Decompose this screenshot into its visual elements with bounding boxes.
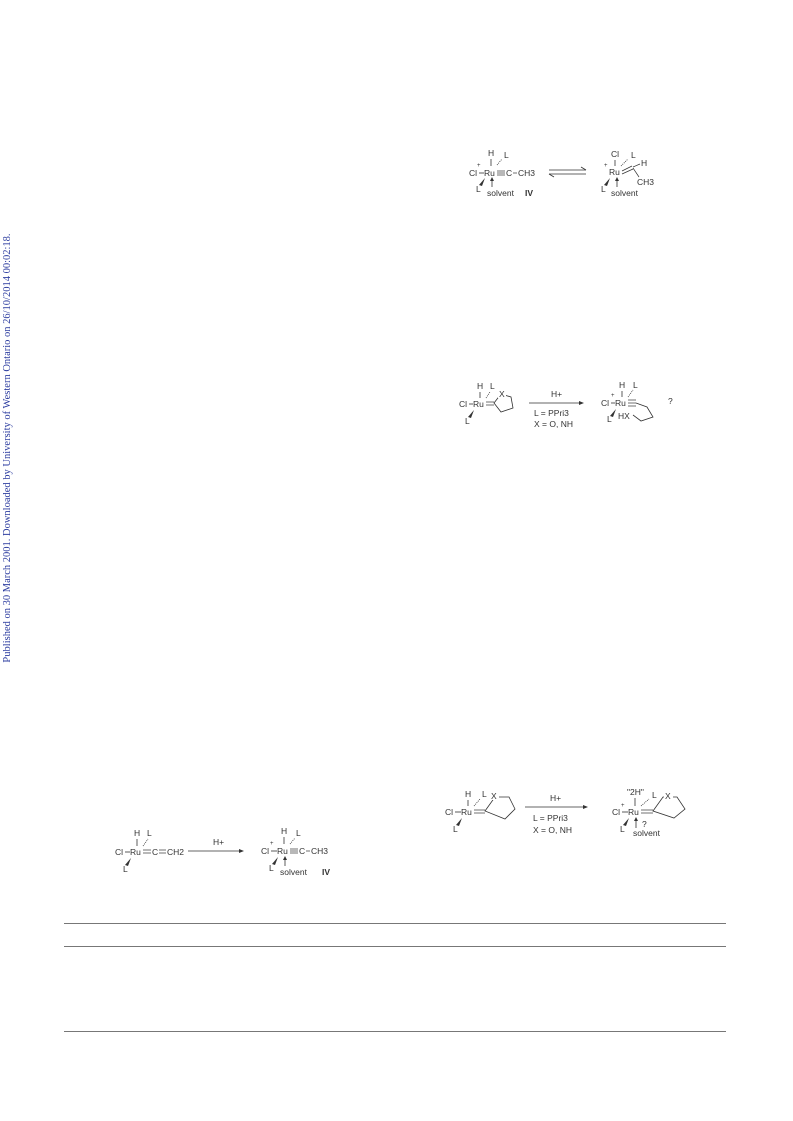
question-mark: ? [668, 396, 673, 406]
charge-plus: + [270, 841, 274, 847]
atom-c: C [299, 846, 305, 856]
atom-l-bottom: L [620, 824, 625, 834]
atom-l-top: L [652, 790, 657, 800]
atom-l-top: L [633, 380, 638, 390]
atom-x: X [491, 791, 497, 801]
divider-rule [64, 946, 726, 947]
atom-l-bottom: L [123, 864, 128, 874]
scheme-equilibrium: H L + Cl Ru C CH3 L solvent IV Cl L + Ru [465, 145, 675, 205]
atom-h: H [465, 789, 471, 799]
atom-ru: Ru [609, 167, 620, 177]
label-2h: "2H" [627, 787, 644, 797]
divider-rule [64, 1031, 726, 1032]
scheme-protonation-ring-opening: H L Cl Ru X L H+ L = PPri3 X = O, NH H L… [455, 377, 685, 437]
atom-cl: Cl [261, 846, 269, 856]
atom-l-bottom: L [269, 863, 274, 873]
atom-h: H [134, 828, 140, 838]
atom-cl-top: Cl [611, 149, 619, 159]
atom-l-bottom: L [607, 414, 612, 424]
reagent-proton: H+ [213, 837, 224, 847]
atom-ru: Ru [130, 847, 141, 857]
atom-h: H [477, 381, 483, 391]
scheme-vinylidene-protonation: H L Cl Ru C CH2 L H+ H L + Cl Ru C CH3 [115, 825, 345, 880]
atom-l-top: L [490, 381, 495, 391]
charge-plus: + [621, 803, 625, 809]
compound-label: IV [322, 867, 330, 877]
ligand-solvent: solvent [633, 828, 661, 838]
atom-h: H [619, 380, 625, 390]
atom-x: X [499, 389, 505, 399]
group-methyl: CH3 [637, 177, 654, 187]
atom-h: H [281, 826, 287, 836]
atom-ru: Ru [461, 807, 472, 817]
group-hx: HX [618, 411, 630, 421]
condition-x: X = O, NH [533, 825, 572, 835]
atom-ru: Ru [484, 168, 495, 178]
question-mark: ? [642, 819, 647, 829]
condition-x: X = O, NH [534, 419, 573, 429]
atom-c: C [152, 847, 158, 857]
atom-carbyne-c: C [506, 168, 512, 178]
reagent-proton: H+ [551, 389, 562, 399]
condition-ligand: L = PPri3 [534, 408, 569, 418]
group-methyl: CH3 [311, 846, 328, 856]
group-methyl: CH3 [518, 168, 535, 178]
atom-cl: Cl [469, 168, 477, 178]
group-ch2: CH2 [167, 847, 184, 857]
reagent-proton: H+ [550, 793, 561, 803]
atom-l-bottom: L [453, 824, 458, 834]
ligand-solvent: solvent [280, 867, 308, 877]
atom-h: H [488, 148, 494, 158]
ligand-solvent: solvent [487, 188, 515, 198]
atom-ru: Ru [615, 398, 626, 408]
atom-l-bottom: L [601, 184, 606, 194]
atom-l-top: L [631, 150, 636, 160]
atom-cl: Cl [115, 847, 123, 857]
charge-plus: + [611, 393, 615, 399]
atom-cl: Cl [601, 398, 609, 408]
atom-cl: Cl [459, 399, 467, 409]
divider-rule [64, 923, 726, 924]
atom-l-top: L [482, 789, 487, 799]
atom-cl: Cl [445, 807, 453, 817]
atom-l-bottom: L [465, 416, 470, 426]
atom-l-top: L [296, 828, 301, 838]
atom-cl: Cl [612, 807, 620, 817]
ligand-solvent: solvent [611, 188, 639, 198]
download-notice: Published on 30 March 2001. Downloaded b… [2, 233, 13, 663]
charge-plus: + [604, 163, 608, 169]
charge-plus: + [477, 163, 481, 169]
atom-l-top: L [147, 828, 152, 838]
atom-h: H [641, 158, 647, 168]
atom-l-top: L [504, 150, 509, 160]
atom-l-bottom: L [476, 184, 481, 194]
atom-ru: Ru [277, 846, 288, 856]
atom-x: X [665, 791, 671, 801]
atom-ru: Ru [628, 807, 639, 817]
condition-ligand: L = PPri3 [533, 813, 568, 823]
compound-label: IV [525, 188, 533, 198]
scheme-protonation-hydrogen: H L Cl Ru X L H+ L = PPri3 X = O, NH "2H… [445, 783, 705, 843]
atom-ru: Ru [473, 399, 484, 409]
